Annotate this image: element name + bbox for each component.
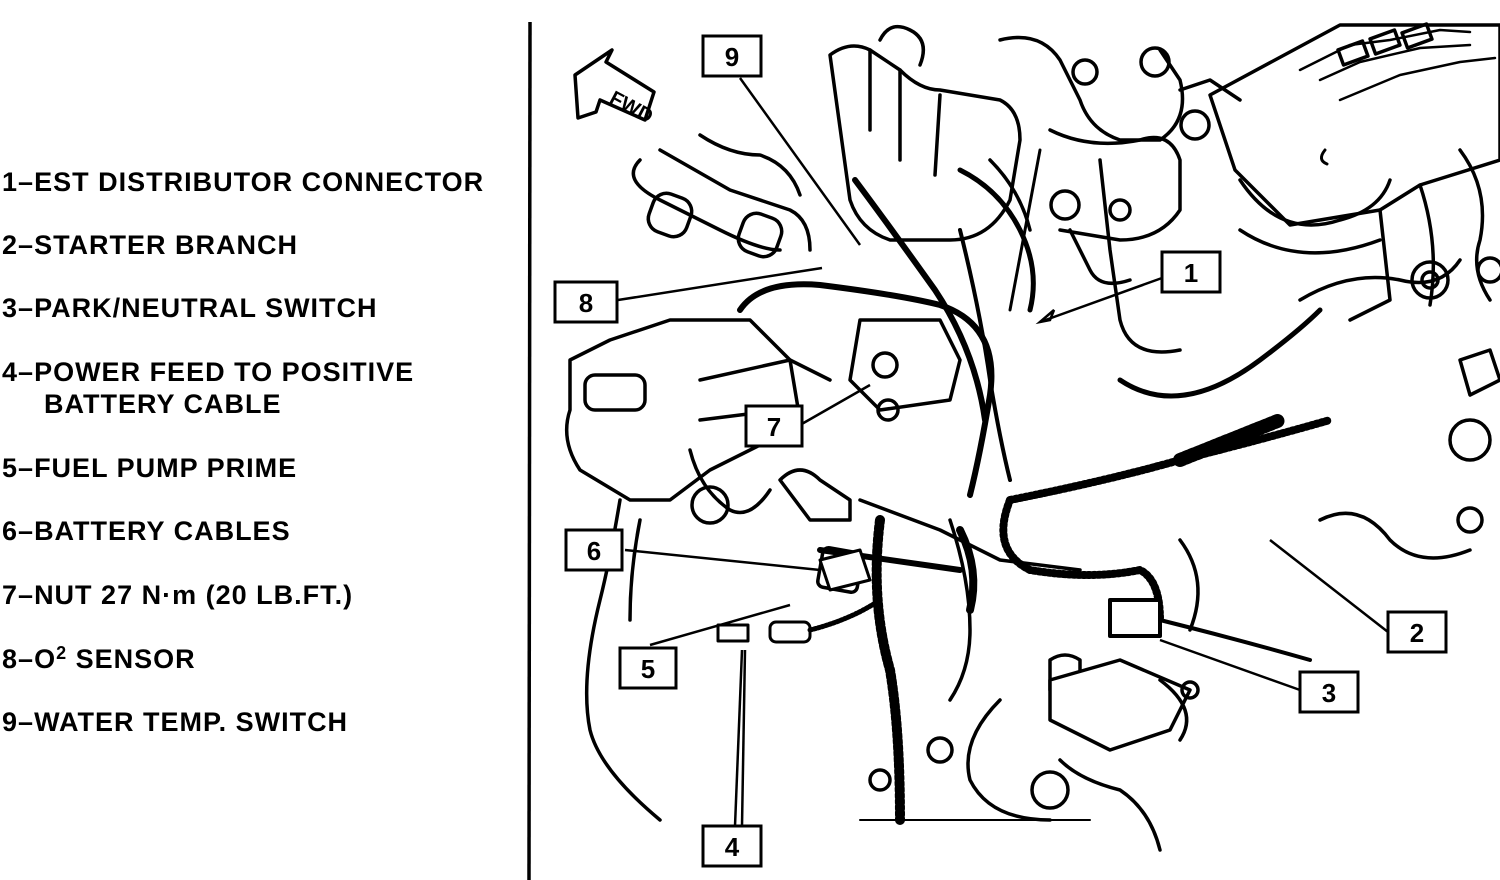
legend-item-5: 5–FUEL PUMP PRIME — [2, 453, 298, 483]
callout-1: 1 — [1160, 250, 1222, 294]
intake-manifold-drawing — [1208, 22, 1500, 462]
legend-number: 7 — [2, 580, 19, 610]
callout-4: 4 — [701, 824, 763, 868]
legend-panel: 1–EST DISTRIBUTOR CONNECTOR 2–STARTER BR… — [0, 0, 520, 880]
callout-2: 2 — [1386, 610, 1448, 654]
forward-arrow-icon: FWD — [573, 48, 657, 128]
legend-text-line2: BATTERY CABLE — [44, 389, 282, 419]
legend-text: NUT 27 N·m (20 LB.FT.) — [34, 580, 354, 610]
callout-9: 9 — [701, 34, 763, 78]
legend-number: 8 — [2, 644, 19, 674]
legend-number: 9 — [2, 707, 19, 737]
legend-text: POWER FEED TO POSITIVE — [34, 357, 415, 387]
legend-item-7: 7–NUT 27 N·m (20 LB.FT.) — [2, 580, 354, 610]
legend-item-1: 1–EST DISTRIBUTOR CONNECTOR — [2, 167, 485, 197]
legend-item-4: 4–POWER FEED TO POSITIVE BATTERY CABLE — [2, 357, 415, 419]
legend-number: 1 — [2, 167, 19, 197]
legend-number: 2 — [2, 230, 19, 260]
exhaust-bracket-drawing — [564, 133, 962, 525]
legend-item-3: 3–PARK/NEUTRAL SWITCH — [2, 293, 378, 323]
divider-line — [527, 22, 532, 880]
battery-cables-drawing — [818, 526, 978, 614]
legend-item-2: 2–STARTER BRANCH — [2, 230, 299, 260]
wiring-harness-drawing — [737, 148, 1334, 662]
callout-6: 6 — [564, 528, 624, 572]
leader-lines — [617, 77, 1389, 827]
legend-number: 6 — [2, 516, 19, 546]
callout-label: 9 — [725, 42, 739, 72]
engine-illustration: FWD — [553, 22, 1500, 868]
legend-text: EST DISTRIBUTOR CONNECTOR — [34, 167, 485, 197]
fuel-pump-prime-connector-drawing — [716, 597, 883, 644]
legend-text: FUEL PUMP PRIME — [34, 453, 298, 483]
legend-item-6: 6–BATTERY CABLES — [2, 516, 291, 546]
legend-text: STARTER BRANCH — [34, 230, 299, 260]
legend-number: 5 — [2, 453, 19, 483]
legend-number: 4 — [2, 357, 19, 387]
fwd-label: FWD — [606, 87, 657, 128]
legend-text: PARK/NEUTRAL SWITCH — [34, 293, 378, 323]
callout-8: 8 — [553, 280, 619, 324]
callout-label: 7 — [767, 412, 781, 442]
legend-text: BATTERY CABLES — [34, 516, 291, 546]
callout-label: 1 — [1184, 258, 1198, 288]
callout-label: 2 — [1410, 618, 1424, 648]
engine-block-drawing — [584, 468, 1484, 852]
legend-text: WATER TEMP. SWITCH — [34, 707, 349, 737]
callout-7: 7 — [744, 404, 804, 448]
callout-3: 3 — [1298, 670, 1360, 714]
callout-label: 4 — [725, 832, 740, 862]
callout-label: 5 — [641, 654, 655, 684]
distributor-drawing — [828, 24, 1242, 354]
callout-label: 8 — [579, 288, 593, 318]
legend-text-pre: O — [34, 644, 57, 674]
legend-superscript: 2 — [56, 643, 68, 663]
callout-label: 6 — [587, 536, 601, 566]
legend-item-8: 8–O2 SENSOR — [2, 643, 196, 674]
legend-item-9: 9–WATER TEMP. SWITCH — [2, 707, 349, 737]
callout-label: 3 — [1322, 678, 1336, 708]
legend-text-post: SENSOR — [67, 644, 196, 674]
callout-5: 5 — [618, 646, 678, 690]
legend-number: 3 — [2, 293, 19, 323]
